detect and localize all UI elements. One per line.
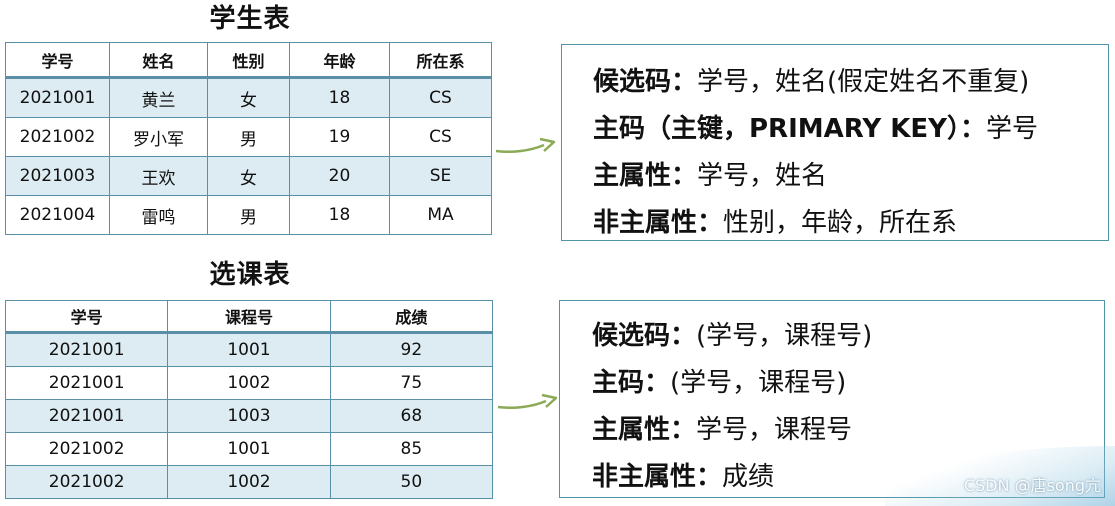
watermark: CSDN @唐song亢 (963, 476, 1101, 495)
table-cell: 1002 (167, 465, 331, 499)
course-selection-table: 学号 课程号 成绩 2021001 1001 92 2021001 1002 7… (4, 300, 494, 499)
table-cell: 1001 (167, 432, 331, 466)
table-cell: 92 (329, 332, 494, 367)
table-cell: 75 (329, 366, 494, 400)
primary-key-line: 主码：(学号，课程号) (592, 368, 847, 398)
student-table: 学号 姓名 性别 年龄 所在系 2021001 黄兰 女 18 CS 20210… (5, 42, 492, 235)
arrow-right-icon (497, 393, 558, 409)
table-cell: CS (389, 77, 492, 118)
table-cell: CS (389, 117, 492, 157)
column-header: 课程号 (167, 300, 331, 333)
table-header-row: 学号 课程号 成绩 (4, 300, 494, 333)
table-row: 2021001 1003 68 (4, 399, 494, 433)
column-header: 年龄 (289, 42, 390, 78)
candidate-key-line: 候选码：(学号，课程号) (592, 321, 873, 351)
student-keys-box: 候选码：学号，姓名(假定姓名不重复) 主码（主键，PRIMARY KEY）：学号… (561, 44, 1109, 241)
table-cell: 女 (207, 156, 290, 196)
table-cell: 1002 (167, 366, 331, 400)
column-header: 性别 (207, 42, 290, 78)
table-header-row: 学号 姓名 性别 年龄 所在系 (5, 42, 492, 78)
table-cell: 18 (289, 195, 390, 235)
column-header: 成绩 (329, 300, 494, 333)
candidate-key-line: 候选码：学号，姓名(假定姓名不重复) (593, 67, 1030, 97)
table-cell: 2021004 (5, 195, 110, 235)
primary-key-line: 主码（主键，PRIMARY KEY）：学号 (593, 114, 1038, 144)
table-cell: SE (389, 156, 492, 196)
table-cell: 68 (329, 399, 494, 433)
table-cell: 男 (207, 117, 290, 157)
table-cell: 2021001 (4, 332, 169, 367)
table-row: 2021002 1002 50 (4, 465, 494, 499)
table-cell: 罗小军 (109, 117, 208, 157)
table-cell: 1003 (167, 399, 331, 433)
table-cell: 2021001 (4, 366, 169, 400)
table-row: 2021002 罗小军 男 19 CS (5, 117, 492, 157)
prime-attribute-line: 主属性：学号，姓名 (593, 161, 828, 191)
table-cell: 2021002 (4, 465, 169, 499)
table-row: 2021001 1001 92 (4, 332, 494, 367)
table-cell: 男 (207, 195, 290, 235)
table-cell: 20 (289, 156, 390, 196)
column-header: 姓名 (109, 42, 208, 78)
non-prime-attribute-line: 非主属性：性别，年龄，所在系 (593, 208, 958, 238)
column-header: 学号 (4, 300, 169, 333)
table-cell: MA (389, 195, 492, 235)
prime-attribute-line: 主属性：学号，课程号 (592, 415, 853, 445)
table-cell: 女 (207, 77, 290, 118)
table-cell: 2021002 (5, 117, 110, 157)
table-cell: 18 (289, 77, 390, 118)
table-cell: 1001 (167, 332, 331, 367)
table-cell: 雷鸣 (109, 195, 208, 235)
table-row: 2021003 王欢 女 20 SE (5, 156, 492, 196)
table-cell: 2021001 (4, 399, 169, 433)
table-row: 2021001 1002 75 (4, 366, 494, 400)
table-cell: 2021001 (5, 77, 110, 118)
table-cell: 2021003 (5, 156, 110, 196)
table-cell: 王欢 (109, 156, 208, 196)
non-prime-attribute-line: 非主属性：成绩 (592, 462, 775, 492)
course-table-title: 选课表 (209, 260, 291, 290)
table-row: 2021001 黄兰 女 18 CS (5, 77, 492, 118)
course-keys-box: 候选码：(学号，课程号) 主码：(学号，课程号) 主属性：学号，课程号 非主属性… (559, 300, 1105, 498)
table-cell: 黄兰 (109, 77, 208, 118)
table-cell: 50 (329, 465, 494, 499)
table-cell: 19 (289, 117, 390, 157)
arrow-right-icon (495, 137, 556, 153)
table-row: 2021004 雷鸣 男 18 MA (5, 195, 492, 235)
table-row: 2021002 1001 85 (4, 432, 494, 466)
table-cell: 85 (329, 432, 494, 466)
table-cell: 2021002 (4, 432, 169, 466)
column-header: 所在系 (389, 42, 492, 78)
student-table-title: 学生表 (209, 4, 291, 34)
column-header: 学号 (5, 42, 110, 78)
